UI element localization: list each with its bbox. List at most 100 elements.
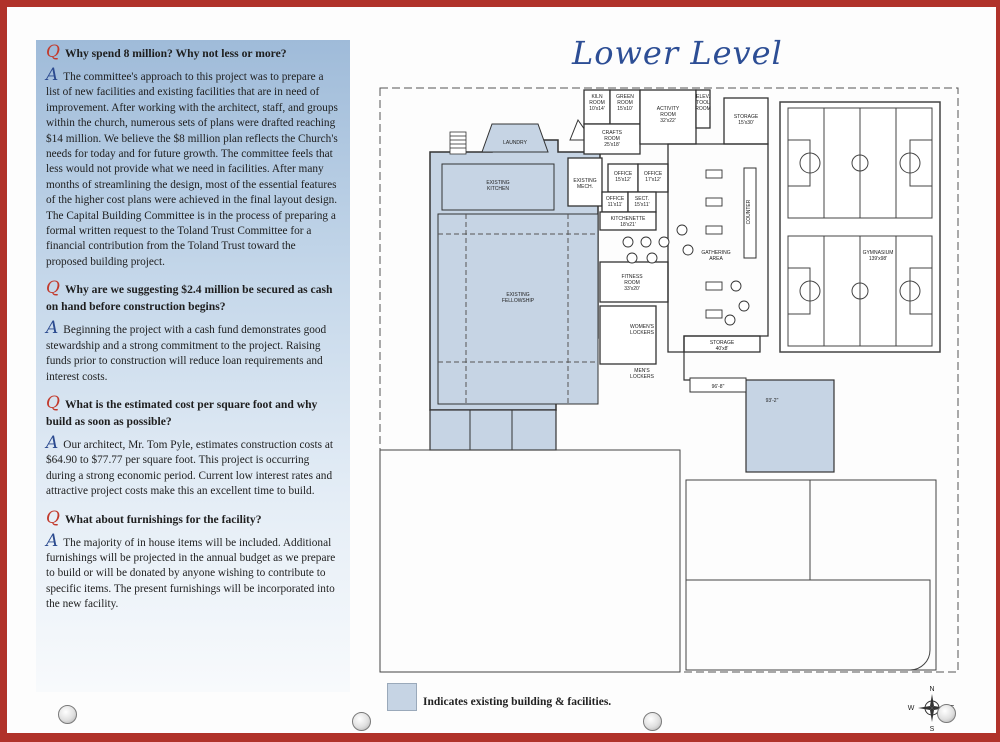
svg-text:KITCHEN: KITCHEN (487, 186, 509, 192)
svg-text:FITNESS: FITNESS (621, 274, 643, 280)
svg-text:18'x21': 18'x21' (620, 222, 636, 228)
svg-text:GREEN: GREEN (616, 94, 634, 100)
qa-section: Q Why spend 8 million? Why not less or mo… (46, 44, 338, 623)
svg-text:15'x12': 15'x12' (615, 177, 631, 183)
answer-text: The majority of in house items will be i… (46, 536, 336, 611)
svg-text:LOCKERS: LOCKERS (630, 330, 655, 336)
svg-text:15'x10': 15'x10' (617, 106, 633, 112)
site-boundary (379, 87, 959, 673)
a-marker: A (46, 432, 59, 453)
svg-text:KILN: KILN (591, 94, 603, 100)
svg-text:LAUNDRY: LAUNDRY (503, 140, 527, 146)
svg-text:ROOM: ROOM (624, 280, 640, 286)
svg-text:ROOM: ROOM (589, 100, 605, 106)
svg-text:15'x11': 15'x11' (634, 202, 649, 208)
site-lots (379, 449, 937, 673)
svg-text:EXISTING: EXISTING (506, 292, 529, 298)
svg-text:MECH.: MECH. (577, 184, 593, 190)
svg-text:COUNTER: COUNTER (746, 199, 752, 224)
existing-kitchen-room (441, 163, 555, 211)
a-marker: A (46, 318, 59, 339)
q-marker: Q (46, 278, 60, 299)
svg-text:AREA: AREA (709, 256, 723, 262)
gymnasium (779, 101, 941, 353)
legend-swatch (387, 683, 417, 711)
question-4: Q What about furnishings for the facility… (46, 507, 338, 528)
question-text: What about furnishings for the facility? (64, 512, 262, 526)
existing-fellowship-room (437, 213, 599, 405)
svg-text:CRAFTS: CRAFTS (602, 130, 623, 136)
svg-text:ROOM: ROOM (604, 136, 620, 142)
compass-north: N (929, 686, 934, 693)
existing-mech-room (567, 157, 603, 207)
gathering-tables (622, 169, 750, 326)
svg-text:139'x98': 139'x98' (869, 256, 887, 262)
binder-hole (352, 712, 371, 731)
question-1: Q Why spend 8 million? Why not less or mo… (46, 44, 338, 62)
svg-text:32'x22': 32'x22' (660, 118, 676, 124)
room-968 (689, 377, 747, 393)
svg-text:FELLOWSHIP: FELLOWSHIP (502, 298, 535, 304)
svg-text:GATHERING: GATHERING (701, 250, 730, 256)
q-marker: Q (46, 392, 60, 413)
q-marker: Q (46, 507, 60, 528)
svg-text:KITCHENETTE: KITCHENETTE (611, 216, 646, 222)
svg-text:33'x20': 33'x20' (624, 286, 640, 292)
a-marker: A (46, 530, 59, 551)
counter (743, 167, 757, 259)
question-text: Why spend 8 million? Why not less or mor… (64, 47, 287, 60)
svg-text:15'x30': 15'x30' (738, 120, 754, 126)
svg-text:11'x11': 11'x11' (608, 202, 623, 208)
svg-text:96'-8": 96'-8" (712, 384, 725, 390)
svg-text:ELEV.: ELEV. (696, 94, 710, 100)
svg-text:EXISTING: EXISTING (486, 180, 509, 186)
svg-text:ROOM: ROOM (660, 112, 676, 118)
question-text: What is the estimated cost per square fo… (46, 397, 318, 428)
legend-text: Indicates existing building & facilities… (423, 696, 612, 708)
fitness-room (599, 261, 669, 303)
answer-text: Beginning the project with a cash fund d… (46, 324, 327, 383)
elevator (695, 89, 711, 129)
kitchenette (599, 211, 657, 231)
binder-hole (937, 704, 956, 723)
svg-text:GYMNASIUM: GYMNASIUM (863, 250, 894, 256)
compass-south: S (930, 726, 935, 732)
svg-text:WOMEN'S: WOMEN'S (630, 324, 655, 330)
svg-text:LOCKERS: LOCKERS (630, 374, 655, 380)
compass-west: W (908, 705, 915, 712)
svg-text:STORAGE: STORAGE (734, 114, 759, 120)
existing-lower-strip (429, 409, 557, 451)
svg-text:OFFICE: OFFICE (614, 171, 633, 177)
existing-room-932 (745, 379, 835, 473)
laundry-room (481, 123, 549, 153)
office-a (607, 163, 639, 193)
storage-room-top (723, 97, 769, 145)
svg-text:10'x14': 10'x14' (589, 106, 605, 112)
page-title: Lower Level (572, 34, 783, 72)
locker-rooms (599, 305, 657, 365)
svg-text:40'x8': 40'x8' (716, 346, 729, 352)
svg-text:MEN'S: MEN'S (634, 368, 650, 374)
svg-text:ACTIVITY: ACTIVITY (657, 106, 680, 112)
a-marker: A (46, 65, 59, 85)
svg-text:ROOM: ROOM (617, 100, 633, 106)
stairs-top-left (449, 131, 467, 155)
q-marker: Q (46, 42, 60, 62)
question-text: Why are we suggesting $2.4 million be se… (46, 283, 333, 314)
svg-text:TOOL: TOOL (696, 100, 710, 106)
crafts-room (583, 123, 641, 155)
svg-text:STORAGE: STORAGE (710, 340, 735, 346)
svg-text:OFFICE: OFFICE (606, 196, 625, 202)
answer-text: The committee's approach to this project… (46, 71, 338, 268)
svg-text:25'x18': 25'x18' (604, 142, 620, 148)
svg-text:SECT.: SECT. (635, 196, 649, 202)
svg-text:OFFICE: OFFICE (644, 171, 663, 177)
